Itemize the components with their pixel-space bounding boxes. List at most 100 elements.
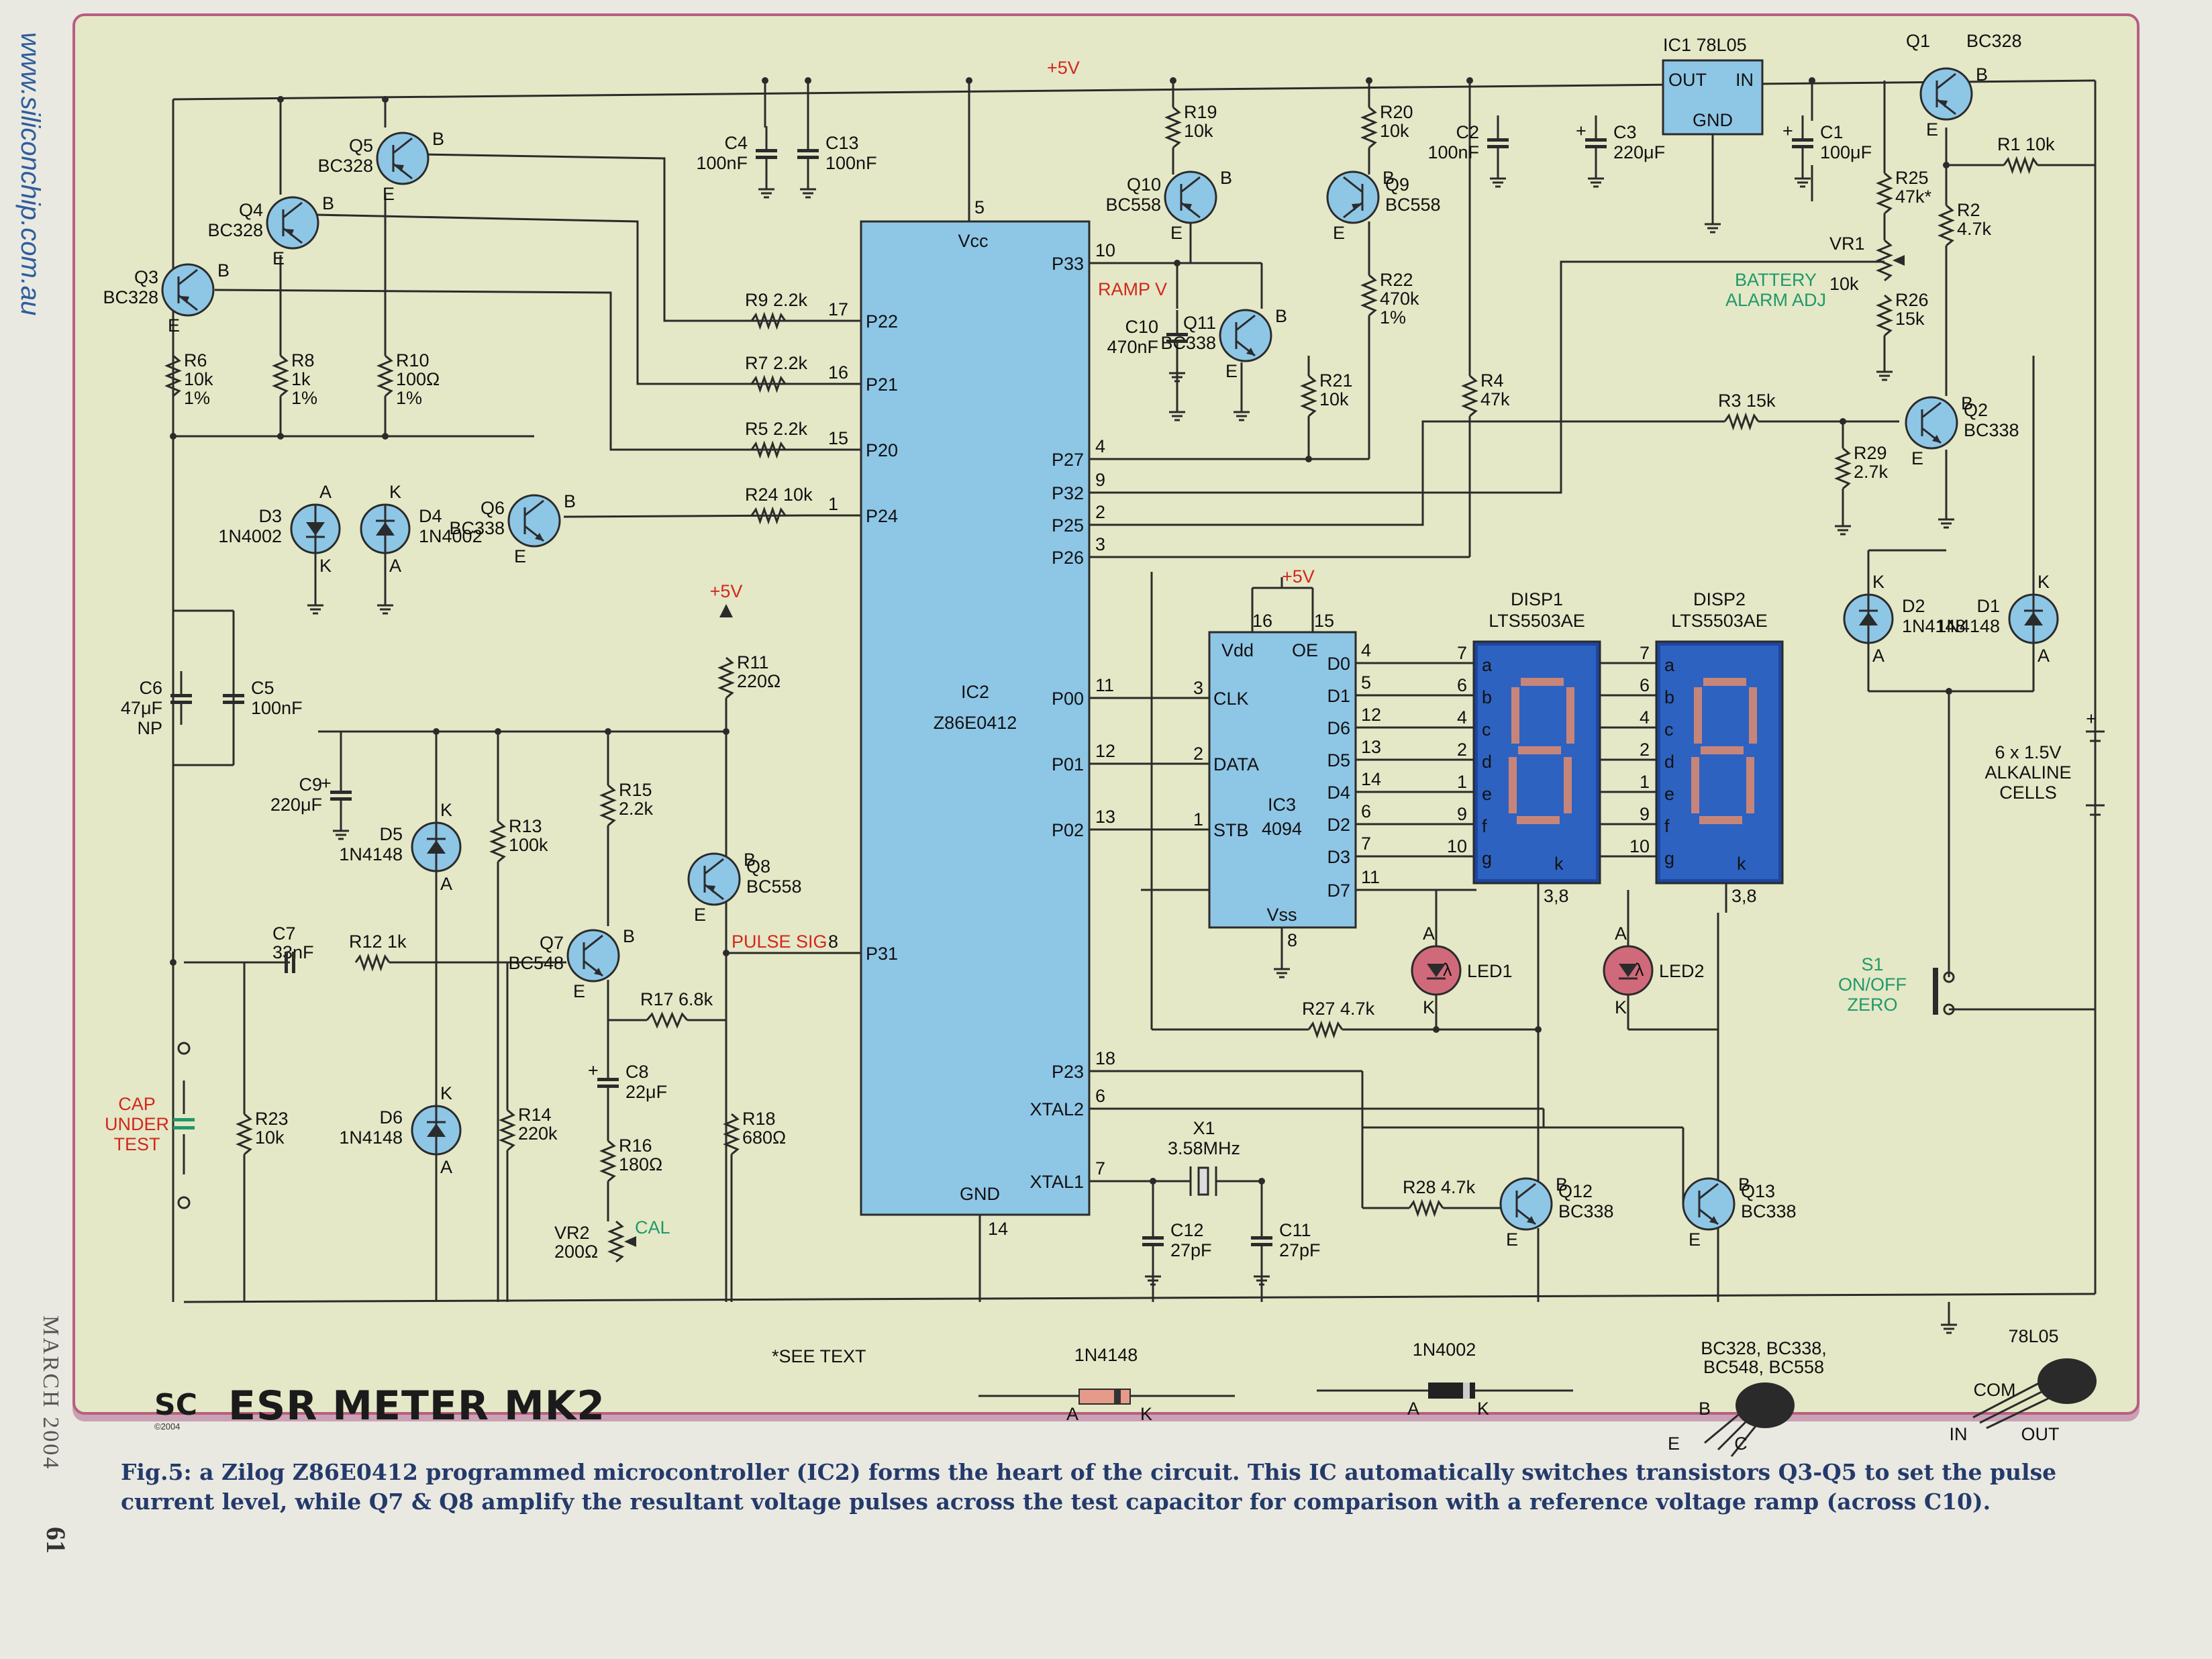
q10-name: Q10 [1127,174,1161,195]
bc-pin: E [1668,1434,1680,1454]
ic2-pin-label: XTAL2 [1029,1099,1084,1119]
wiring [170,77,2097,1315]
s1-name: S1 [1861,954,1883,974]
pin-letter: K [440,1083,452,1103]
r5-resistor [750,440,787,459]
pin-letter: A [440,874,452,894]
polarity-mark: + [1782,121,1793,141]
switch-contact [1943,971,1955,983]
1n4002-label: 1N4002 [1413,1340,1476,1360]
d5-name: D5 [379,824,403,844]
transistor-body [1326,170,1380,224]
r7-label: R7 2.2k [745,353,808,373]
pin-number: 15 [828,428,848,448]
wire [1834,447,1852,490]
junction [1433,1026,1440,1033]
capacitor-symbol [1166,333,1188,343]
segment-g [1701,746,1744,754]
resistor-zigzag [489,820,507,863]
pin-number: 18 [1095,1048,1115,1068]
plate [330,797,352,801]
pin-number: 4 [1457,707,1467,727]
c6-capacitor [170,694,192,704]
x1-crystal [1189,1166,1217,1196]
led2-name: LED2 [1659,961,1705,981]
transistor-body [376,132,430,185]
q5-transistor [376,132,430,185]
junction [966,77,972,84]
c6-extra: NP [137,718,162,738]
wire [524,499,544,517]
s1-line1: ON/OFF [1838,974,1907,995]
c8-name: C8 [625,1062,649,1082]
r9-label: R9 2.2k [745,290,808,310]
1n4148-band [1114,1389,1121,1404]
resistor-zigzag [599,1140,617,1183]
wire [272,354,289,397]
wire [1343,176,1363,193]
pin-letter: A [440,1157,452,1177]
c3-value: 220μF [1613,142,1665,162]
q13-transistor [1682,1177,1736,1231]
resistor-zigzag [272,354,289,397]
pin-letter: E [1926,119,1938,140]
q9-name: Q9 [1385,174,1409,195]
transistor-body [161,263,215,317]
plate [1792,145,1813,148]
q1-part: BC328 [1966,31,2022,51]
resistor-zigzag [1723,412,1760,431]
c4-capacitor [756,149,777,159]
ic1-label: IC1 78L05 [1663,35,1747,55]
r15-name: R15 [619,780,652,800]
vr1-trimpot [1876,239,1905,282]
r6-value: 10k [184,369,213,389]
c7-capacitor [285,952,295,973]
capacitor-symbol [797,149,819,159]
segment-c [1746,757,1754,813]
ic2-pin-label: P22 [866,311,898,332]
resistor-zigzag [1876,294,1893,337]
diode-symbol [411,821,462,872]
plate [1166,340,1188,343]
junction [1170,77,1176,84]
pin-letter: A [2038,646,2050,666]
c2-value: 100nF [1427,142,1479,162]
segment-letter: d [1664,752,1674,772]
display-common: 3,8 [1544,886,1569,906]
bc-label-1: BC328, BC338, [1701,1338,1827,1358]
pin-number: 6 [1095,1086,1105,1106]
pin-letter: E [1506,1229,1518,1250]
1n4148-a: A [1066,1404,1078,1424]
c6-name: C6 [139,678,162,698]
q11-transistor [1219,309,1272,362]
r10-tolerance: 1% [396,388,422,408]
ic2-pin-label: P26 [1052,548,1084,568]
r28-label: R28 4.7k [1403,1177,1476,1197]
junction [433,728,440,735]
ic2-pin-label: P32 [1052,483,1084,503]
pin-number: 4 [1640,707,1650,727]
ic2-pin-label: P31 [866,944,898,964]
display-name: DISP1 [1511,589,1563,609]
cap-under-test-label: UNDER [105,1114,169,1134]
plate [797,156,819,159]
r25-resistor [1876,172,1893,215]
transistor-body [1905,396,1958,450]
r21-name: R21 [1319,370,1353,391]
r10-value: 100Ω [396,369,440,389]
d3-diode [290,503,341,554]
wiper-arrow [624,1236,636,1247]
ground-symbol [333,821,349,840]
junction [723,950,730,956]
pin-letter: B [623,926,635,946]
transistor-symbol [1499,1177,1553,1231]
r4-name: R4 [1480,370,1504,391]
wire [1360,274,1378,317]
r11-resistor [717,656,735,699]
plate [597,1085,619,1088]
c2-name: C2 [1456,122,1479,142]
ic3-part: 4094 [1262,819,1302,839]
r29-name: R29 [1854,443,1887,463]
ic3-pin-label: D0 [1327,654,1350,674]
resistor-zigzag [236,1113,253,1156]
